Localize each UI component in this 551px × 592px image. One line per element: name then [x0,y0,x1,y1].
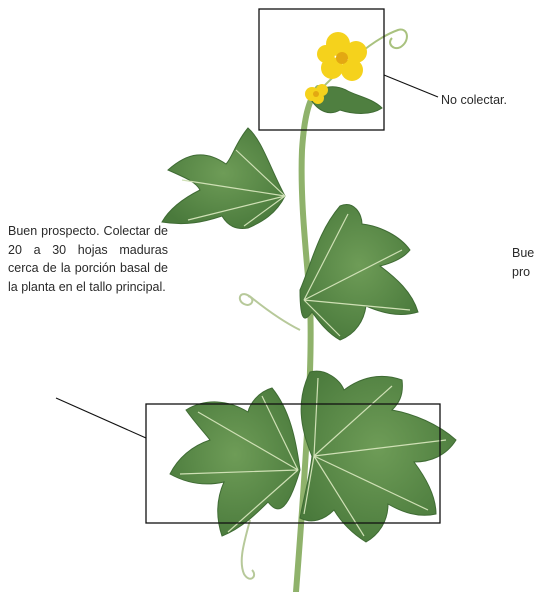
tendril-lower [240,519,256,580]
leader-line-no-collect [383,74,439,98]
annotation-no-collect: No colectar. [441,93,508,107]
box-good-prospect [145,403,441,524]
leaf-top-small [309,86,383,114]
tendril-middle [238,293,301,331]
leader-line-good-prospect [55,397,147,439]
flower-main [317,32,367,81]
annotation-good-prospect: Buen prospecto. Colectar de 20 a 30 hoja… [8,224,168,294]
leaf-upper-left [161,127,286,229]
box-no-collect [258,8,385,131]
annotation-cut-off-right: Bue pro [512,246,535,279]
leaf-lower-left [169,387,301,537]
leaf-lower-right [299,370,457,543]
leaf-middle-right [299,204,419,341]
flower-small [305,84,328,104]
